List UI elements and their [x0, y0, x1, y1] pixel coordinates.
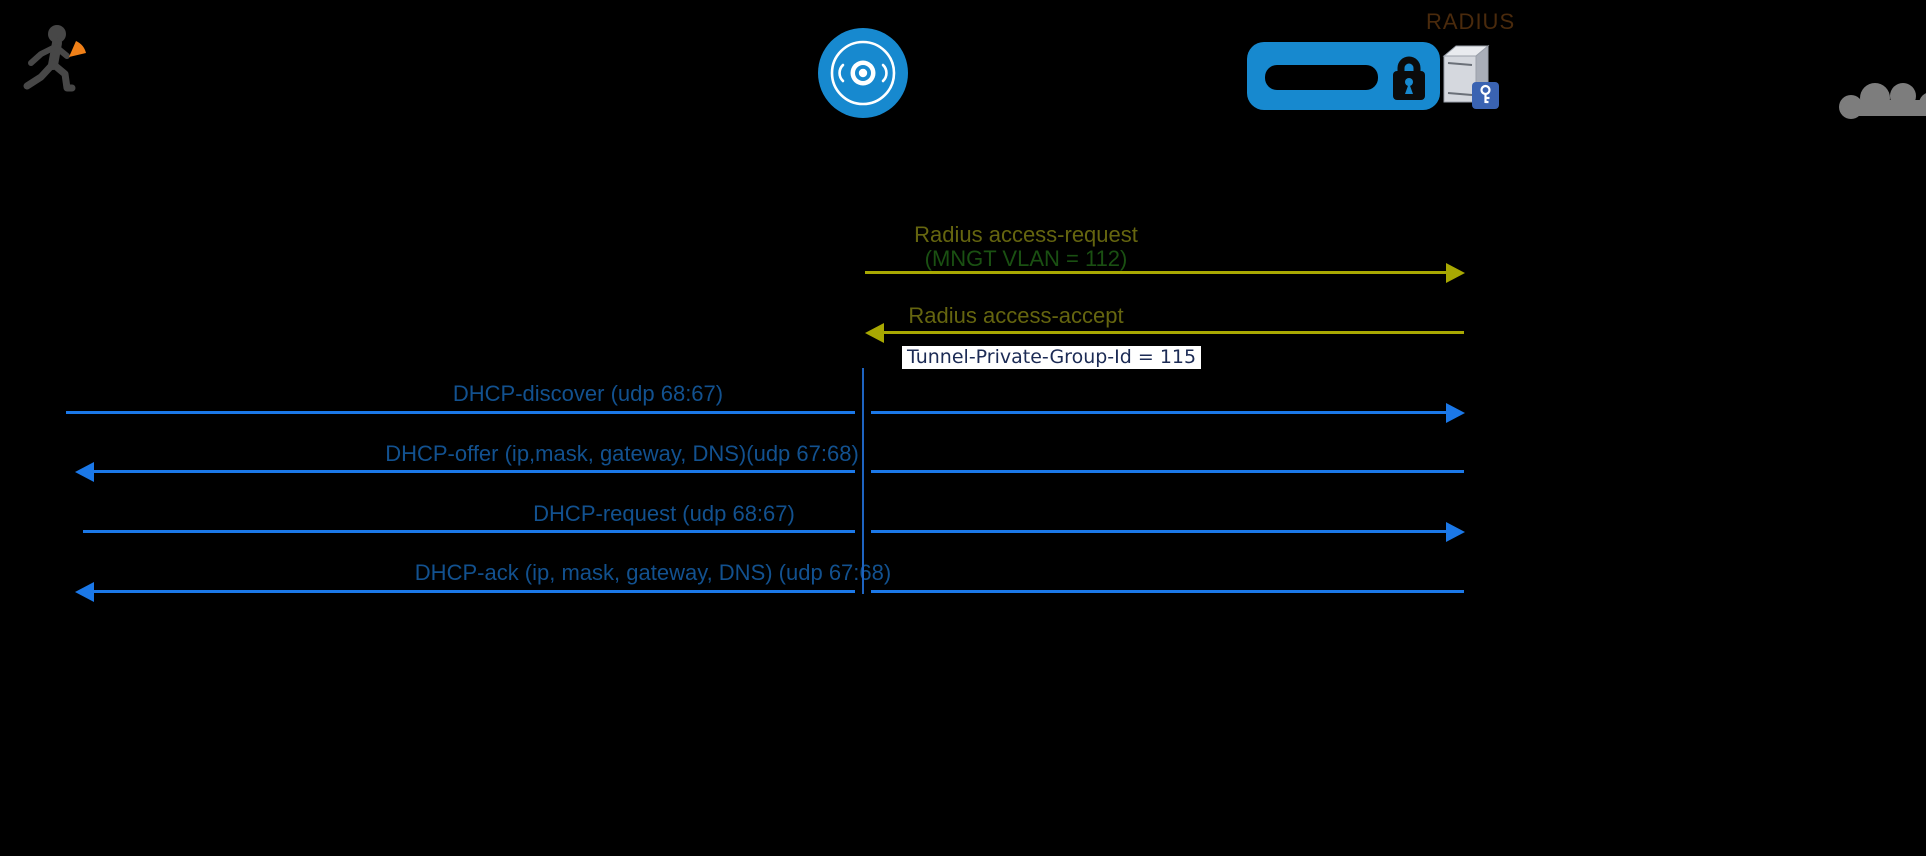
message-label: DHCP-ack (ip, mask, gateway, DNS) (udp 6… [414, 560, 892, 585]
person-front-arm [53, 44, 70, 59]
arrowhead-left-icon [75, 462, 94, 482]
signal-fan-icon [69, 41, 86, 57]
arrowhead-left-icon [865, 323, 884, 343]
wireless-access-point-icon [818, 28, 908, 118]
person-rear-leg [23, 60, 57, 90]
arrowhead-right-icon [1446, 522, 1465, 542]
message-arrow-line [865, 271, 1447, 274]
arrowhead-right-icon [1446, 263, 1465, 283]
person-head [48, 25, 66, 43]
message-arrow-line [93, 590, 1464, 593]
padlock-icon [1393, 56, 1425, 100]
message-label: DHCP-offer (ip,mask, gateway, DNS)(udp 6… [385, 441, 859, 466]
ap-wave-left [838, 63, 845, 83]
message-label: DHCP-request (udp 68:67) [533, 501, 795, 526]
padlock-keyhole [1405, 78, 1413, 86]
person-rear-arm [28, 44, 58, 66]
message-label: DHCP-discover (udp 68:67) [452, 381, 724, 406]
server-slot-2 [1447, 92, 1473, 96]
message-sublabel: (MNGT VLAN = 112) [924, 246, 1128, 271]
message-arrow-line [66, 411, 1447, 414]
ap-wave-right [881, 63, 888, 83]
message-arrow-line [883, 331, 1464, 334]
walking-person-with-phone-icon [23, 25, 86, 92]
message-label: Radius access-accept [908, 303, 1124, 328]
arrowhead-right-icon [1446, 403, 1465, 423]
access-point-lifeline [862, 368, 864, 594]
cloud-shape [1839, 83, 1926, 119]
padlock-keyhole-slot [1405, 83, 1413, 94]
key-badge-icon [1472, 82, 1499, 109]
server-slot-1 [1447, 62, 1473, 66]
ap-ring [830, 40, 896, 106]
ap-core-inner [858, 68, 868, 78]
message-label: Radius access-request [914, 222, 1138, 247]
padlock-shackle [1397, 56, 1421, 74]
arrowhead-left-icon [75, 582, 94, 602]
radius-label: RADIUS [1426, 9, 1516, 34]
switch-slot [1265, 65, 1378, 90]
person-front-leg [49, 60, 76, 92]
tunnel-private-group-note: Tunnel-Private-Group-Id = 115 [902, 346, 1202, 369]
message-arrow-line [93, 470, 1464, 473]
key-stem [1484, 94, 1490, 104]
message-arrow-line [83, 530, 1447, 533]
cloud-icon [1839, 83, 1926, 119]
